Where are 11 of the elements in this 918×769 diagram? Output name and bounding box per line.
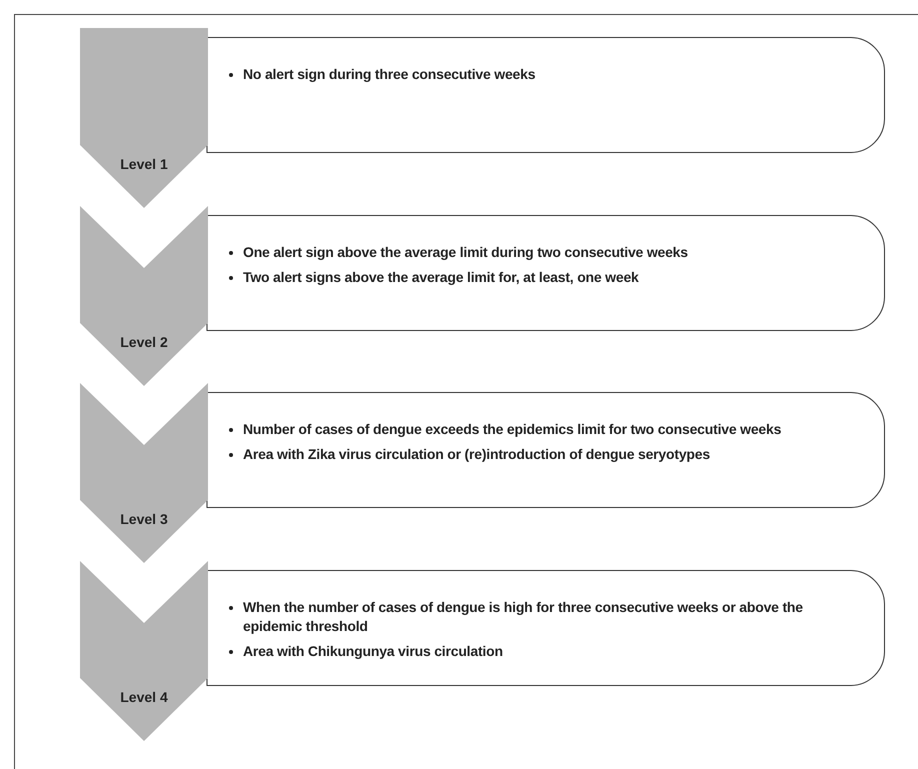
- level-label: Level 2: [119, 334, 169, 350]
- level-label: Level 4: [119, 688, 169, 704]
- bullet-text: One alert sign above the average limit during two consecutive weeks: [243, 242, 689, 262]
- bullet-text: No alert sign during three consecutive weeks: [243, 65, 536, 84]
- bullet-text: When the number of cases of dengue is high for three consecutive weeks or above the epidemic threshold: [243, 598, 803, 636]
- bullet-text: Area with Zika virus circulation or (re)introduction of dengue seryotypes: [243, 445, 711, 464]
- bullet-text: Number of cases of dengue exceeds the epidemics limit for two consecutive weeks: [243, 420, 782, 439]
- bullet-text: Two alert signs above the average limit for, at least, one week: [243, 268, 640, 286]
- level-label: Level 1: [119, 156, 169, 172]
- level-label: Level 3: [119, 511, 169, 527]
- bullet-text: Area with Chikungunya virus circulation: [243, 642, 504, 660]
